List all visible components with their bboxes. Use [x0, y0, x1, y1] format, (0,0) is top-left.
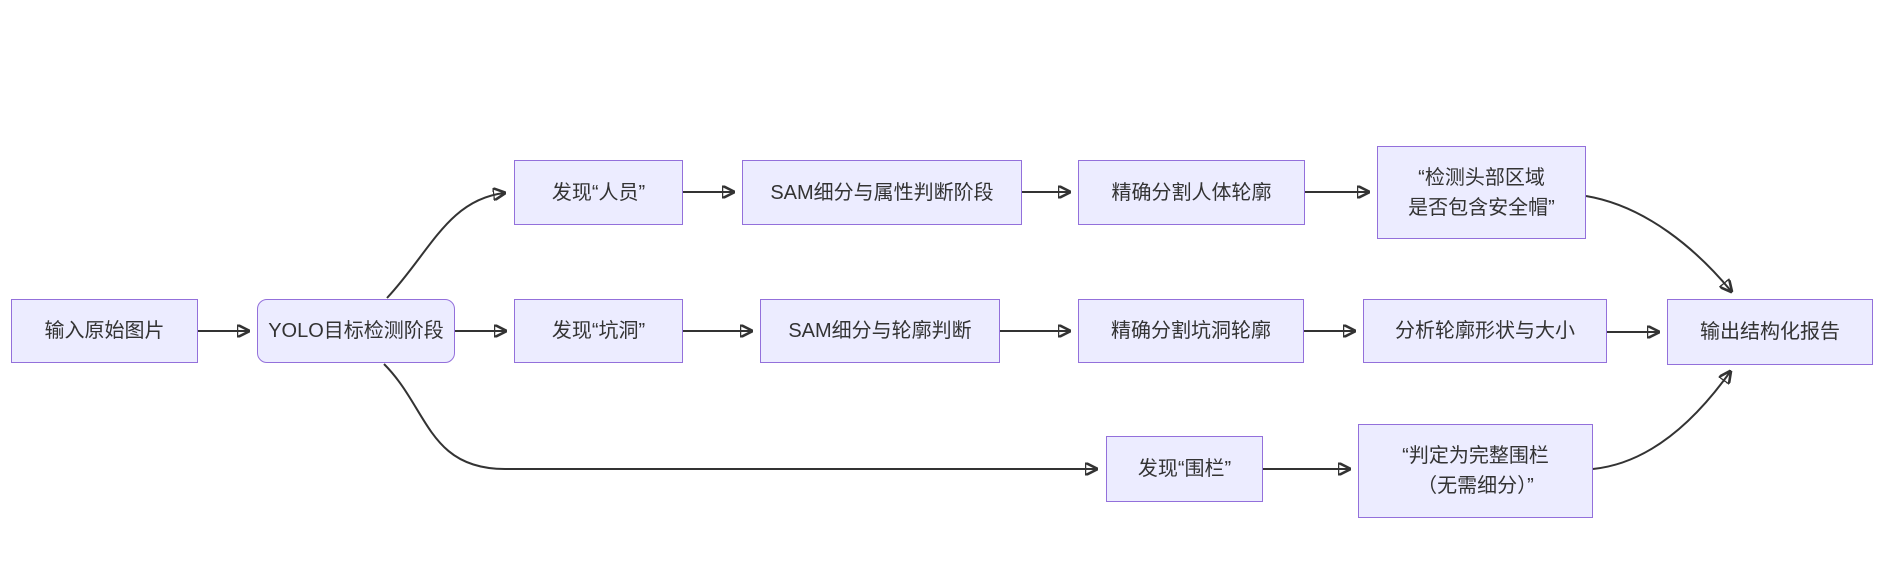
node-sam-contour-stage-label: SAM细分与轮廓判断	[788, 320, 972, 342]
node-found-person: 发现“人员”	[514, 160, 683, 225]
node-output-report-label: 输出结构化报告	[1700, 321, 1840, 343]
node-sam-contour-stage: SAM细分与轮廓判断	[760, 299, 1000, 363]
node-segment-person-label: 精确分割人体轮廓	[1111, 181, 1272, 204]
node-found-fence: 发现“围栏”	[1106, 436, 1263, 502]
node-fence-verdict: “判定为完整围栏 （无需细分）”	[1358, 424, 1593, 518]
edge-verdict-to-report	[1592, 372, 1730, 470]
node-analyze-contour: 分析轮廓形状与大小	[1363, 299, 1607, 363]
node-yolo-stage: YOLO目标检测阶段	[257, 299, 455, 363]
edge-yolo-to-found-fence	[383, 363, 1096, 469]
node-sam-attribute-stage: SAM细分与属性判断阶段	[742, 160, 1022, 225]
node-sam-attribute-stage-label: SAM细分与属性判断阶段	[770, 181, 994, 204]
node-fence-verdict-label: “判定为完整围栏 （无需细分）”	[1402, 445, 1549, 497]
node-found-pothole: 发现“坑洞”	[514, 299, 683, 363]
node-yolo-stage-label: YOLO目标检测阶段	[268, 320, 444, 342]
node-input-image: 输入原始图片	[11, 299, 198, 363]
node-segment-pothole-label: 精确分割坑洞轮廓	[1111, 320, 1271, 342]
node-found-pothole-label: 发现“坑洞”	[551, 320, 646, 342]
node-output-report: 输出结构化报告	[1667, 299, 1873, 365]
node-helmet-check-label: “检测头部区域 是否包含安全帽”	[1408, 166, 1555, 219]
node-found-person-label: 发现“人员”	[551, 181, 646, 204]
edge-helmet-to-report	[1585, 195, 1731, 291]
node-helmet-check: “检测头部区域 是否包含安全帽”	[1377, 146, 1586, 239]
node-segment-pothole: 精确分割坑洞轮廓	[1078, 299, 1304, 363]
node-analyze-contour-label: 分析轮廓形状与大小	[1395, 320, 1575, 342]
node-found-fence-label: 发现“围栏”	[1137, 458, 1232, 480]
node-segment-person: 精确分割人体轮廓	[1078, 160, 1305, 225]
edge-yolo-to-found-person	[386, 193, 504, 299]
node-input-image-label: 输入原始图片	[44, 320, 165, 342]
